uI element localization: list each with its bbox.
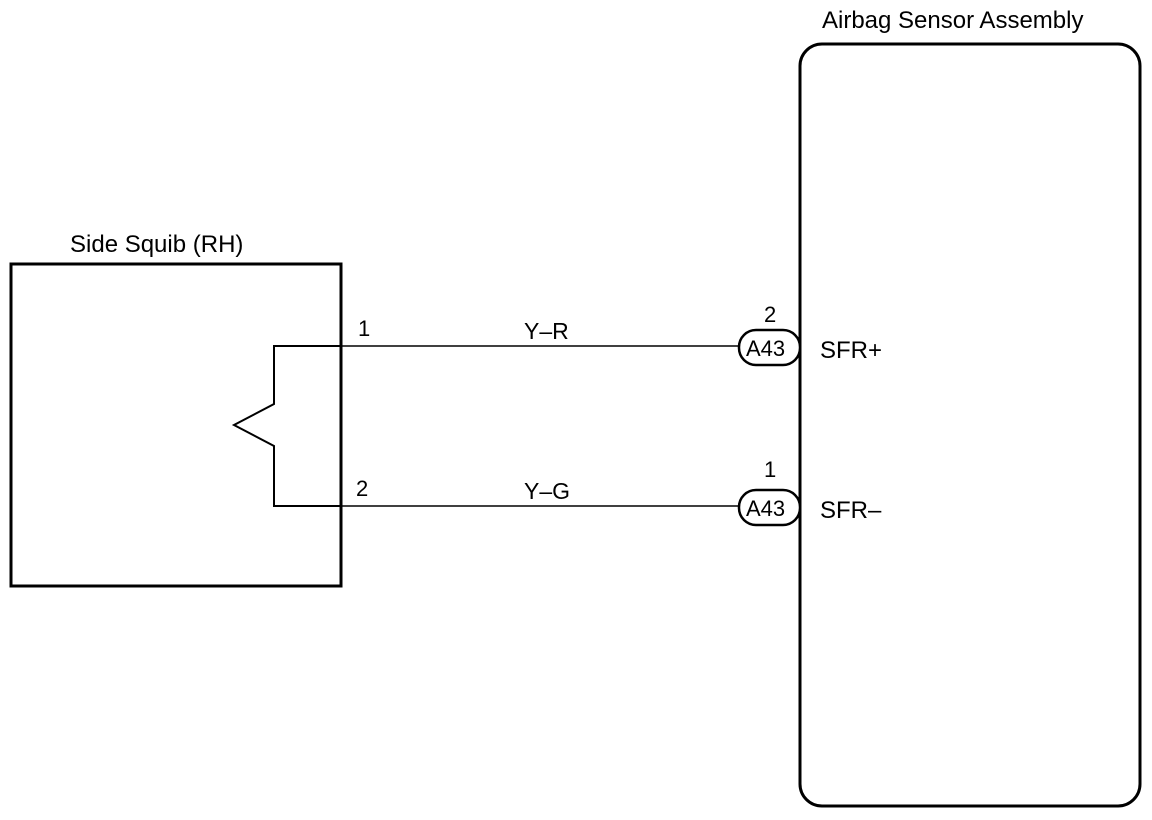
connector-pin-2-label: 2: [764, 302, 776, 327]
connector-pin-1-label: 1: [764, 457, 776, 482]
squib-pin-1-label: 1: [358, 316, 370, 341]
wire-harness: Y–R Y–G: [341, 318, 740, 507]
side-squib-title: Side Squib (RH): [70, 231, 243, 258]
terminal-sfr-minus-label: SFR–: [820, 497, 882, 524]
connector-a43-outline: [737, 488, 802, 527]
squib-pin-2-label: 2: [356, 476, 368, 501]
wire-y-r-color-label: Y–R: [524, 318, 569, 344]
airbag-sensor-title: Airbag Sensor Assembly: [822, 7, 1083, 34]
side-squib-component: Side Squib (RH) 1 2: [9, 231, 370, 588]
connector-a43-pin-2: A43 2: [737, 302, 802, 367]
squib-igniter-symbol: [231, 345, 341, 507]
connector-a43-outline: [737, 328, 802, 367]
connector-a43-label: A43: [746, 496, 785, 521]
connector-a43-pin-1: A43 1: [737, 457, 802, 527]
connector-a43-label: A43: [746, 336, 785, 361]
wire-y-g-color-label: Y–G: [524, 478, 570, 504]
terminal-sfr-plus-label: SFR+: [820, 337, 882, 364]
airbag-sensor-component: Airbag Sensor Assembly A43 2 A43 1 SFR+ …: [737, 7, 1142, 808]
airbag-sensor-box: [798, 42, 1142, 808]
side-squib-box: [9, 262, 343, 588]
